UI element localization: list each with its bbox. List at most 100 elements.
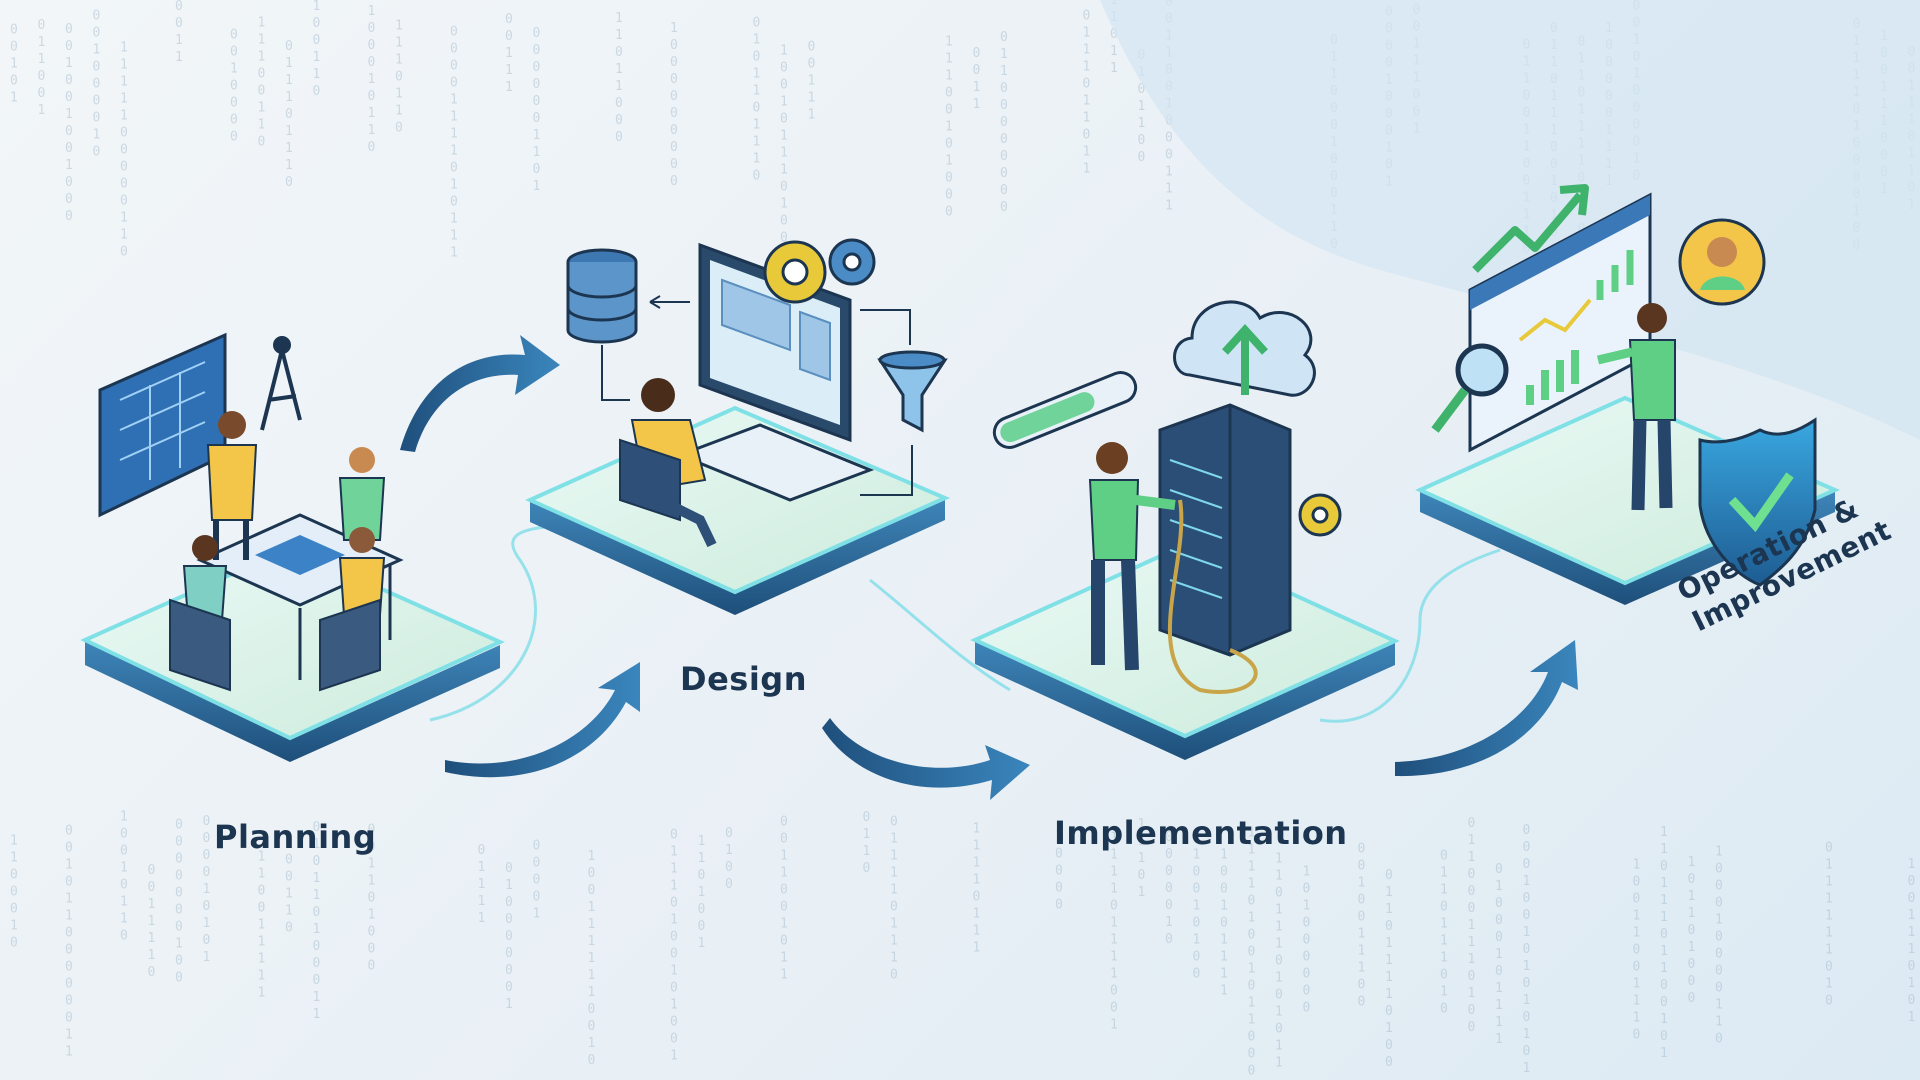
binary-digit: 1	[1440, 984, 1448, 999]
binary-digit: 1	[1193, 932, 1201, 947]
binary-digit: 0	[1000, 30, 1008, 45]
binary-digit: 1	[1138, 99, 1146, 114]
binary-digit: 0	[1303, 932, 1311, 947]
binary-digit: 1	[1193, 898, 1201, 913]
binary-digit: 0	[65, 209, 73, 224]
binary-digit: 1	[65, 908, 73, 923]
binary-digit: 0	[1303, 1000, 1311, 1015]
binary-digit: 1	[890, 832, 898, 847]
binary-digit: 1	[285, 90, 293, 105]
binary-digit: 1	[120, 860, 128, 875]
binary-digit: 0	[1523, 840, 1531, 855]
binary-digit: 0	[533, 111, 541, 126]
binary-digit: 1	[450, 109, 458, 124]
binary-digit: 0	[945, 171, 953, 186]
binary-digit: 0	[65, 124, 73, 139]
binary-digit: 1	[1083, 111, 1091, 126]
binary-digit: 0	[285, 920, 293, 935]
binary-digit: 0	[1110, 1000, 1118, 1015]
binary-digit: 0	[588, 883, 596, 898]
binary-digit: 0	[120, 245, 128, 260]
binary-digit: 1	[780, 94, 788, 109]
binary-digit: 1	[808, 90, 816, 105]
binary-digit: 1	[1633, 994, 1641, 1009]
binary-digit: 0	[1165, 131, 1173, 146]
gear-icon	[1298, 493, 1342, 537]
binary-digit: 1	[1468, 833, 1476, 848]
binary-digit: 1	[1248, 877, 1256, 892]
binary-digit: 1	[175, 50, 183, 65]
binary-digit: 1	[1110, 830, 1118, 845]
binary-digit: 1	[1275, 869, 1283, 884]
binary-digit: 1	[120, 75, 128, 90]
binary-digit: 1	[65, 107, 73, 122]
binary-digit: 1	[65, 56, 73, 71]
binary-digit: 1	[1083, 60, 1091, 75]
binary-digit: 0	[65, 73, 73, 88]
binary-digit: 1	[1220, 933, 1228, 948]
binary-digit: 1	[725, 843, 733, 858]
binary-digit: 1	[1385, 970, 1393, 985]
binary-digit: 1	[1440, 933, 1448, 948]
binary-digit: 0	[65, 175, 73, 190]
binary-digit: 0	[10, 40, 18, 55]
binary-digit: 1	[203, 882, 211, 897]
binary-digit: 1	[505, 63, 513, 78]
binary-digit: 0	[670, 106, 678, 121]
binary-digit: 1	[120, 41, 128, 56]
binary-digit: 0	[1248, 945, 1256, 960]
binary-digit: 0	[65, 1010, 73, 1025]
binary-digit: 0	[1440, 848, 1448, 863]
binary-digit: 1	[1715, 1015, 1723, 1030]
person-icon	[619, 378, 717, 548]
binary-digit: 0	[93, 8, 101, 23]
binary-digit: 0	[313, 33, 321, 48]
binary-digit: 0	[1688, 991, 1696, 1006]
binary-digit: 1	[1110, 966, 1118, 981]
person-icon	[1088, 442, 1176, 671]
binary-digit: 1	[1248, 962, 1256, 977]
binary-digit: 1	[148, 897, 156, 912]
binary-digit: 1	[1495, 1015, 1503, 1030]
binary-digit: 1	[753, 84, 761, 99]
binary-digit: 0	[450, 75, 458, 90]
binary-digit: 0	[1248, 894, 1256, 909]
binary-digit: 1	[1825, 909, 1833, 924]
binary-digit: 0	[505, 946, 513, 961]
binary-digit: 0	[588, 1019, 596, 1034]
binary-digit: 1	[670, 913, 678, 928]
binary-digit: 1	[698, 851, 706, 866]
binary-digit: 0	[1083, 9, 1091, 24]
binary-digit: 0	[1165, 148, 1173, 163]
binary-digit: 1	[1110, 915, 1118, 930]
binary-digit: 0	[175, 818, 183, 833]
binary-digit: 0	[670, 157, 678, 172]
binary-digit: 0	[450, 24, 458, 39]
binary-digit: 0	[780, 933, 788, 948]
binary-digit: 0	[120, 177, 128, 192]
binary-digit: 1	[65, 1027, 73, 1042]
binary-digit: 1	[1385, 1021, 1393, 1036]
binary-digit: 0	[1523, 1044, 1531, 1059]
binary-digit: 1	[313, 888, 321, 903]
binary-digit: 1	[285, 886, 293, 901]
binary-digit: 0	[533, 26, 541, 41]
binary-digit: 0	[725, 877, 733, 892]
binary-digit: 0	[368, 839, 376, 854]
flow-arrow-small	[601, 295, 913, 496]
binary-digit: 1	[890, 934, 898, 949]
binary-digit: 0	[368, 958, 376, 973]
binary-digit: 0	[533, 60, 541, 75]
binary-digit: 0	[395, 70, 403, 85]
binary-digit: 1	[313, 871, 321, 886]
binary-digit: 0	[1715, 879, 1723, 894]
binary-digit: 1	[65, 857, 73, 872]
binary-digit: 1	[368, 856, 376, 871]
binary-digit: 0	[1193, 881, 1201, 896]
binary-digit: 1	[313, 1007, 321, 1022]
stage-label-planning: Planning	[214, 818, 377, 856]
binary-digit: 0	[1523, 857, 1531, 872]
binary-digit: 1	[615, 62, 623, 77]
binary-digit: 1	[1165, 199, 1173, 214]
binary-digit: 0	[780, 230, 788, 245]
